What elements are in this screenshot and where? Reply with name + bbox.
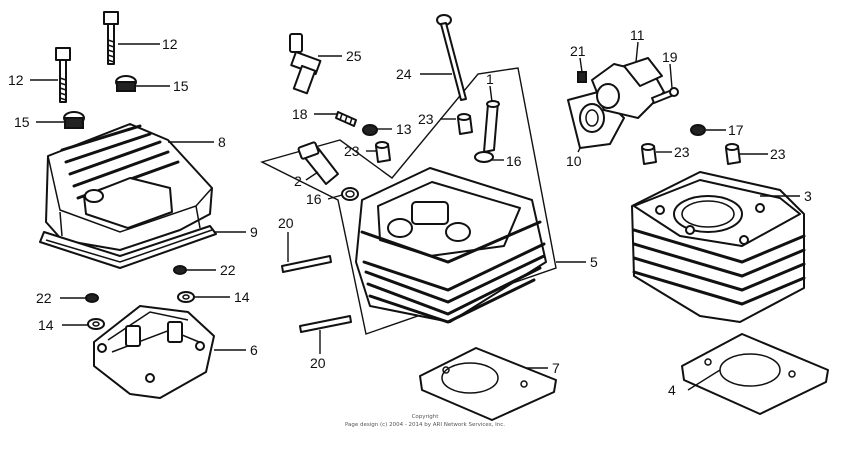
callout-19: 19 <box>662 49 678 65</box>
bolt-12-upper[interactable] <box>103 11 119 65</box>
callout-7: 7 <box>552 360 560 376</box>
nut-17[interactable] <box>690 124 706 136</box>
callout-18: 18 <box>292 106 308 122</box>
cover-gasket-9[interactable] <box>39 225 217 269</box>
dowel-pin-23-a[interactable] <box>457 113 473 135</box>
o-ring-16-left[interactable] <box>341 187 359 201</box>
copyright-line-2: Page design (c) 2004 - 2014 by ARI Netwo… <box>345 422 505 428</box>
callout-11: 11 <box>630 27 645 43</box>
callout-15-left: 15 <box>14 114 30 130</box>
seal-washer-15-right[interactable] <box>115 75 137 92</box>
callout-25: 25 <box>346 48 362 64</box>
bolt-19[interactable] <box>651 87 679 104</box>
callout-22-left: 22 <box>36 290 52 306</box>
callout-20-lower: 20 <box>310 355 326 371</box>
callout-17: 17 <box>728 122 744 138</box>
nut-13[interactable] <box>362 124 378 136</box>
cylinder-head-5[interactable] <box>355 167 547 324</box>
stud-20-upper[interactable] <box>281 255 332 273</box>
callout-10: 10 <box>566 153 582 169</box>
callout-23-a: 23 <box>418 111 434 127</box>
spark-plug-25[interactable] <box>289 33 322 95</box>
callout-23-c: 23 <box>674 144 690 160</box>
callout-16-left: 16 <box>306 191 322 207</box>
intake-pipe-11[interactable] <box>591 57 665 119</box>
washer-14-left[interactable] <box>87 318 105 330</box>
copyright-line-1: Copyright <box>412 414 440 420</box>
copyright-notice: Copyright Page design (c) 2004 - 2014 by… <box>345 414 505 428</box>
seal-washer-15-left[interactable] <box>63 111 85 129</box>
callout-16-right: 16 <box>506 153 522 169</box>
cylinder-3[interactable] <box>631 171 806 323</box>
dowel-pin-23-d[interactable] <box>725 143 741 165</box>
callout-24: 24 <box>396 66 412 82</box>
cylinder-gasket-4[interactable] <box>681 333 829 415</box>
valve-guide-1[interactable] <box>483 100 500 153</box>
callout-9: 9 <box>250 224 258 240</box>
callout-12-upper: 12 <box>162 36 178 52</box>
head-gasket-7[interactable] <box>419 347 557 421</box>
bolt-21[interactable] <box>577 71 587 83</box>
callout-4: 4 <box>668 382 676 398</box>
callout-22-right: 22 <box>220 262 236 278</box>
callout-6: 6 <box>250 342 258 358</box>
callout-15-right: 15 <box>173 78 189 94</box>
callout-labels: 12 12 15 15 8 9 22 22 14 14 6 20 20 25 2… <box>8 27 812 398</box>
stud-bolt-24[interactable] <box>436 14 467 101</box>
bolt-12-lower[interactable] <box>55 47 71 103</box>
callout-5: 5 <box>590 254 598 270</box>
stud-20-lower[interactable] <box>299 315 352 333</box>
callout-23-d: 23 <box>770 146 786 162</box>
callout-14-left: 14 <box>38 317 54 333</box>
callout-1: 1 <box>486 71 494 87</box>
callout-12-lower: 12 <box>8 72 24 88</box>
callout-3: 3 <box>804 188 812 204</box>
callout-21: 21 <box>570 43 586 59</box>
dowel-pin-23-c[interactable] <box>641 143 657 165</box>
cylinder-head-assembly-outline <box>260 67 557 335</box>
callout-20-upper: 20 <box>278 215 294 231</box>
dowel-22-right[interactable] <box>173 265 187 275</box>
callout-14-right: 14 <box>234 289 250 305</box>
callout-8: 8 <box>218 134 226 150</box>
callout-13: 13 <box>396 121 412 137</box>
o-ring-16-right[interactable] <box>474 151 494 163</box>
dowel-pin-23-b[interactable] <box>375 141 391 163</box>
leader-lines <box>30 41 800 391</box>
plug-2[interactable] <box>297 141 339 185</box>
washer-14-right[interactable] <box>177 291 195 303</box>
callout-23-b: 23 <box>344 143 360 159</box>
callout-2: 2 <box>294 173 302 189</box>
dowel-22-left[interactable] <box>85 293 99 303</box>
bolt-18[interactable] <box>335 111 357 127</box>
cylinder-head-cover-8[interactable] <box>45 123 213 251</box>
camshaft-holder-6[interactable] <box>93 305 215 399</box>
